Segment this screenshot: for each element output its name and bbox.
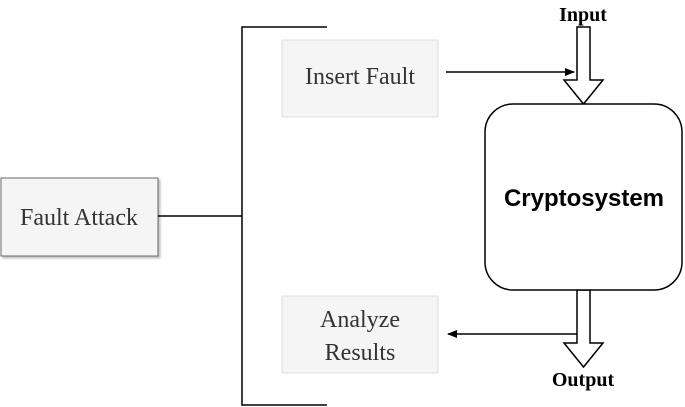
analyze-results-label-line2: Results [325, 340, 396, 366]
fault-attack-node: Fault Attack [0, 177, 159, 257]
fault-attack-box [0, 177, 159, 257]
bracket [241, 26, 327, 406]
cryptosystem-node: Cryptosystem [484, 103, 683, 291]
output-label: Output [552, 369, 615, 391]
analyze-results-node: Analyze Results [281, 295, 439, 374]
cryptosystem-label: Cryptosystem [504, 185, 664, 212]
insert-fault-box [281, 39, 439, 118]
input-block-arrow [562, 26, 605, 106]
cryptosystem-box [484, 103, 683, 291]
analyze-results-box [281, 295, 439, 374]
output-block-arrow [562, 289, 605, 369]
analyze-results-label-line1: Analyze [320, 307, 400, 333]
fault-attack-label: Fault Attack [20, 205, 138, 231]
insert-fault-label: Insert Fault [305, 64, 415, 90]
input-label: Input [559, 4, 607, 26]
insert-fault-node: Insert Fault [281, 39, 439, 118]
